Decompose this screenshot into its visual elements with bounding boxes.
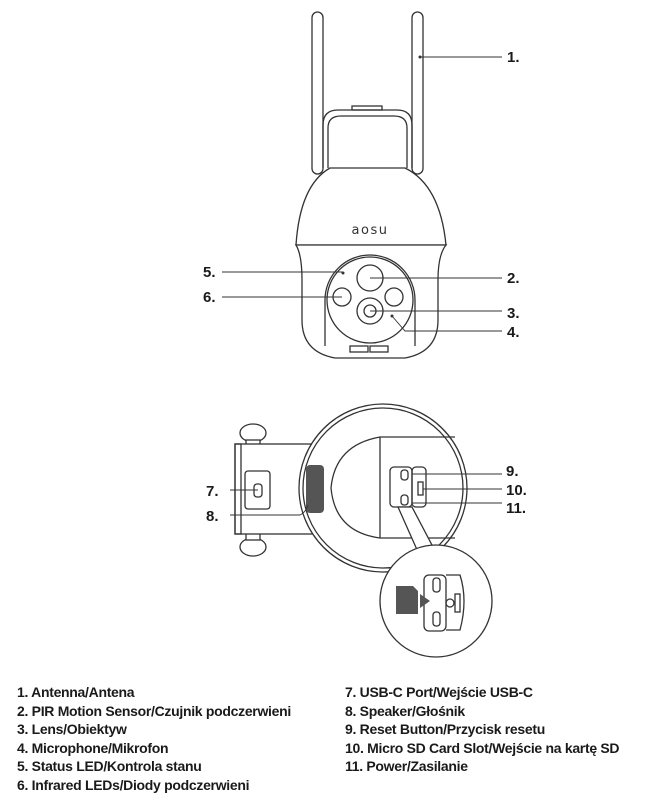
ir-led-right bbox=[384, 287, 404, 307]
play-arrow-icon bbox=[420, 594, 430, 608]
camera-front-view: aosu 1. 2. 3. 4. 5. 6. bbox=[203, 11, 520, 359]
legend-left: 1. Antenna/Antena 2. PIR Motion Sensor/C… bbox=[17, 683, 291, 794]
bottom-housing bbox=[298, 403, 468, 573]
legend-item: 4. Microphone/Mikrofon bbox=[17, 739, 169, 756]
power-button bbox=[400, 494, 409, 506]
antenna-left bbox=[311, 11, 324, 175]
callout-2: 2. bbox=[507, 270, 520, 287]
sd-slot bbox=[417, 481, 424, 496]
legend-item: 2. PIR Motion Sensor/Czujnik podczerwien… bbox=[17, 702, 291, 719]
legend-item: 1. Antenna/Antena bbox=[17, 684, 135, 700]
usb-c-port bbox=[253, 483, 263, 498]
speaker-grille bbox=[306, 465, 324, 513]
antenna-right bbox=[411, 11, 424, 175]
legend-item: 6. Infrared LEDs/Diody podczerwieni bbox=[17, 776, 250, 793]
callout-11: 11. bbox=[506, 500, 526, 517]
legend-item: 7. USB-C Port/Wejście USB-C bbox=[345, 684, 533, 700]
callout-4: 4. bbox=[507, 324, 520, 341]
callout-5: 5. bbox=[203, 264, 216, 281]
callout-6: 6. bbox=[203, 289, 216, 306]
legend-item: 5. Status LED/Kontrola stanu bbox=[17, 758, 202, 774]
camera-diagram: aosu 1. 2. 3. 4. 5. 6. bbox=[203, 11, 527, 658]
body bbox=[294, 244, 448, 359]
legend-right: 7. USB-C Port/Wejście USB-C 8. Speaker/G… bbox=[345, 683, 620, 776]
bracket bbox=[322, 109, 413, 168]
callout-1: 1. bbox=[507, 49, 520, 66]
zoom-inset bbox=[379, 544, 493, 658]
legend-item: 9. Reset Button/Przycisk resetu bbox=[345, 721, 545, 737]
callout-7: 7. bbox=[206, 483, 219, 500]
callout-8: 8. bbox=[206, 508, 219, 525]
reset-button bbox=[400, 469, 409, 481]
legend-item: 3. Lens/Obiektyw bbox=[17, 721, 127, 737]
legend-item: 10. Micro SD Card Slot/Wejście na kartę … bbox=[345, 739, 620, 756]
face-plate bbox=[326, 256, 414, 344]
camera-bottom-view: 7. 8. 9. 10. 11. bbox=[206, 403, 527, 658]
brand-logo: aosu bbox=[352, 223, 389, 238]
callout-9: 9. bbox=[506, 463, 519, 480]
callout-3: 3. bbox=[507, 305, 520, 322]
legend-item: 11. Power/Zasilanie bbox=[345, 758, 468, 774]
legend-item: 8. Speaker/Głośnik bbox=[345, 702, 465, 719]
callout-10: 10. bbox=[506, 482, 527, 499]
micro-sd-card-icon bbox=[396, 586, 418, 614]
